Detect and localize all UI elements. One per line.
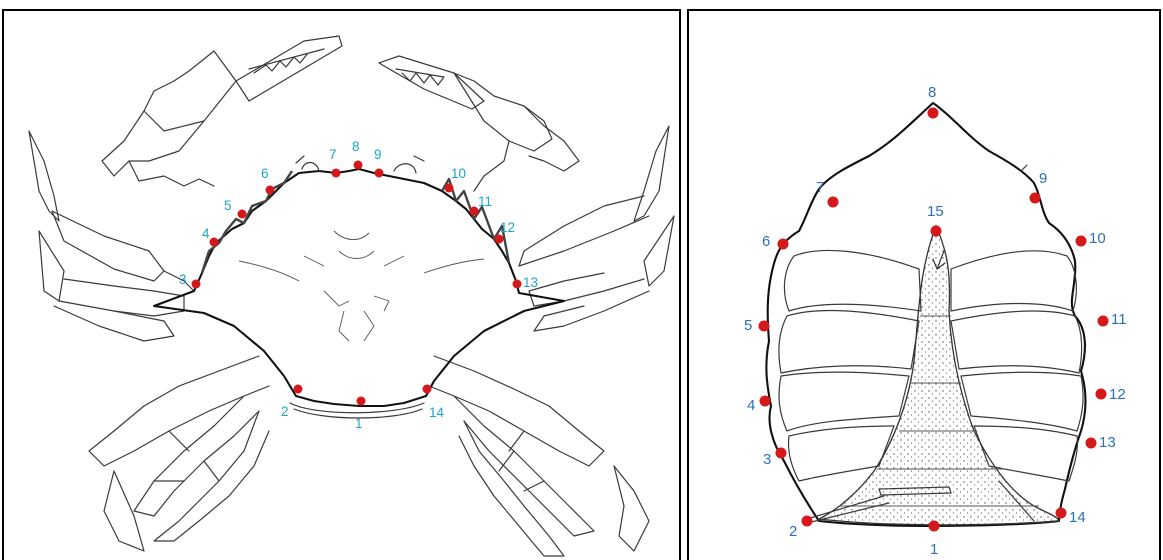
ventral-landmark-8 <box>928 108 939 119</box>
carapace-outline <box>154 169 564 406</box>
dorsal-label-4: 4 <box>202 226 210 241</box>
dorsal-landmark-labels: 1 2 3 4 5 6 7 8 9 10 11 12 13 14 <box>179 139 538 431</box>
dorsal-landmark-12 <box>495 235 504 244</box>
right-walking-legs-drawing <box>519 126 674 331</box>
ventral-label-2: 2 <box>789 523 797 540</box>
dorsal-label-9: 9 <box>374 147 382 162</box>
dorsal-label-8: 8 <box>352 139 360 154</box>
dorsal-label-7: 7 <box>329 147 337 162</box>
dorsal-label-13: 13 <box>523 275 538 290</box>
dorsal-landmark-5 <box>238 210 247 219</box>
dorsal-label-11: 11 <box>478 194 492 209</box>
dorsal-landmark-markers <box>192 161 522 406</box>
left-walking-legs-drawing <box>29 131 194 341</box>
ventral-landmark-9 <box>1030 193 1041 204</box>
ventral-label-12: 12 <box>1109 386 1126 403</box>
dorsal-landmark-10 <box>445 184 454 193</box>
dorsal-landmark-13 <box>513 280 522 289</box>
dorsal-landmark-6 <box>266 186 275 195</box>
ventral-label-15: 15 <box>927 203 944 220</box>
dorsal-grooves <box>239 231 484 341</box>
dorsal-label-1: 1 <box>355 416 363 431</box>
ventral-landmark-2 <box>802 516 813 527</box>
ventral-label-14: 14 <box>1069 509 1086 526</box>
dorsal-label-6: 6 <box>261 166 269 181</box>
ventral-label-3: 3 <box>763 451 771 468</box>
ventral-landmark-5 <box>759 321 770 332</box>
ventral-landmark-4 <box>760 396 771 407</box>
ventral-landmark-6 <box>778 239 789 250</box>
dorsal-landmark-4 <box>210 238 219 247</box>
dorsal-landmark-8 <box>354 161 363 170</box>
ventral-view-panel: 1 2 3 4 5 6 7 8 9 10 11 12 13 14 15 <box>687 9 1161 560</box>
ventral-landmark-11 <box>1098 316 1109 327</box>
ventral-landmark-12 <box>1096 389 1107 400</box>
ventral-label-11: 11 <box>1111 311 1127 328</box>
tick-9 <box>1021 165 1027 171</box>
dorsal-landmark-9 <box>375 169 384 178</box>
dorsal-landmark-7 <box>332 169 341 178</box>
ventral-landmark-14 <box>1056 508 1067 519</box>
ventral-label-10: 10 <box>1089 230 1106 247</box>
ventral-label-8: 8 <box>928 84 936 101</box>
ventral-landmark-10 <box>1076 236 1087 247</box>
left-lower-legs-drawing <box>89 356 269 551</box>
anterolateral-teeth <box>202 171 509 273</box>
ventral-crab-drawing: 1 2 3 4 5 6 7 8 9 10 11 12 13 14 15 <box>689 11 1161 560</box>
right-claw-drawing <box>379 56 579 191</box>
dorsal-label-14: 14 <box>429 405 445 420</box>
dorsal-crab-drawing: 1 2 3 4 5 6 7 8 9 10 11 12 13 14 <box>4 11 681 560</box>
dorsal-view-panel: 1 2 3 4 5 6 7 8 9 10 11 12 13 14 <box>2 9 681 560</box>
dorsal-landmark-3 <box>192 280 201 289</box>
ventral-landmark-13 <box>1086 438 1097 449</box>
ventral-landmark-15 <box>931 226 942 237</box>
ventral-label-6: 6 <box>762 233 770 250</box>
right-lower-legs-drawing <box>429 356 649 556</box>
dorsal-label-5: 5 <box>224 198 232 213</box>
ventral-label-13: 13 <box>1099 434 1116 451</box>
ventral-label-7: 7 <box>816 179 824 196</box>
ventral-label-1: 1 <box>930 541 938 558</box>
ventral-label-9: 9 <box>1039 170 1047 187</box>
ventral-label-5: 5 <box>744 317 752 334</box>
dorsal-label-12: 12 <box>500 220 515 235</box>
ventral-label-4: 4 <box>747 397 755 414</box>
dorsal-label-3: 3 <box>179 272 187 287</box>
dorsal-landmark-14 <box>423 385 432 394</box>
dorsal-landmark-2 <box>294 385 303 394</box>
dorsal-landmark-1 <box>357 397 366 406</box>
dorsal-label-2: 2 <box>281 404 289 419</box>
ventral-landmark-7 <box>828 197 839 208</box>
ventral-landmark-3 <box>776 448 787 459</box>
dorsal-label-10: 10 <box>451 166 466 181</box>
abdomen <box>819 226 1059 525</box>
ventral-landmark-1 <box>929 521 940 532</box>
